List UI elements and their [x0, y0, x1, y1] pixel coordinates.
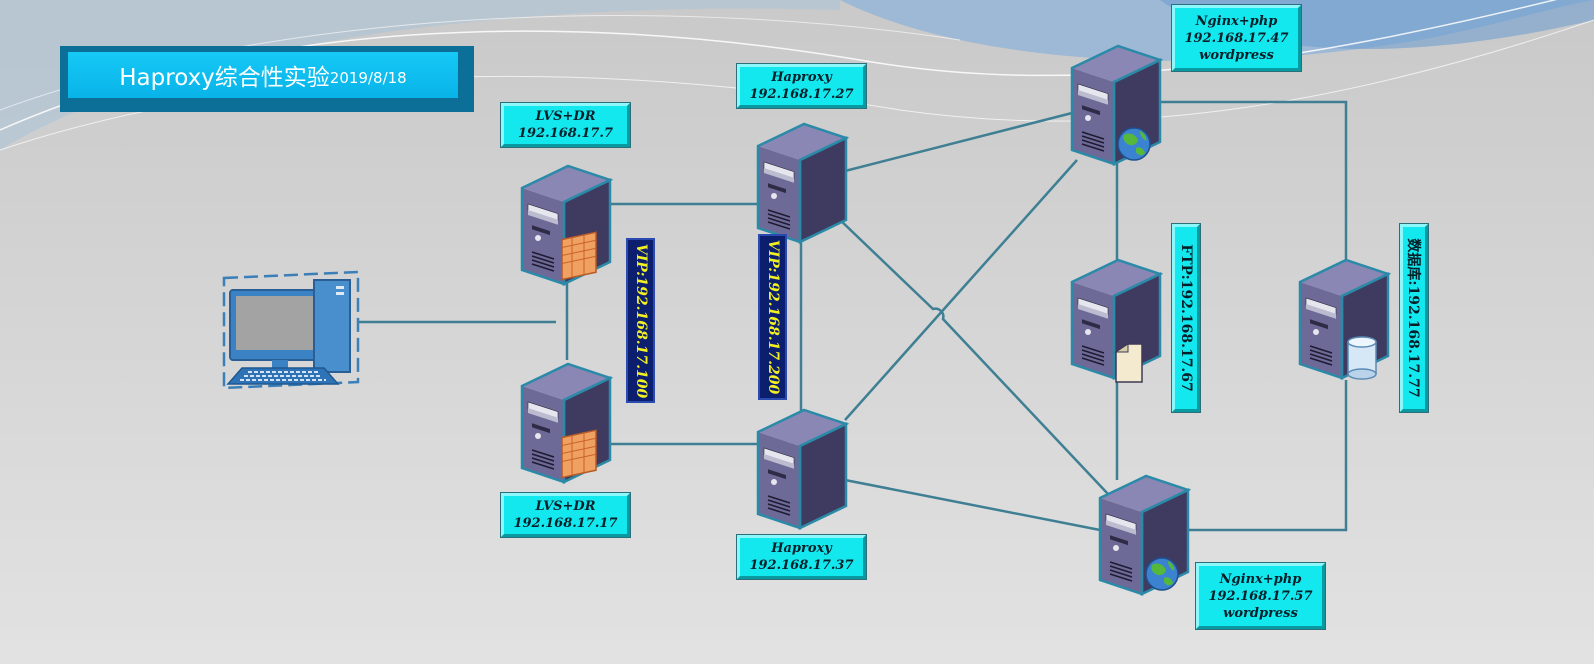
web-server-1-icon — [1070, 44, 1162, 166]
diagram-date: 2019/8/18 — [329, 68, 407, 87]
client-computer-icon — [222, 270, 360, 390]
database-server-icon — [1298, 258, 1390, 380]
haproxy-1-label: Haproxy 192.168.17.27 — [736, 63, 867, 109]
lvs-1-label: LVS+DR 192.168.17.7 — [500, 102, 631, 148]
network-links — [358, 100, 1348, 532]
lvs-server-2-icon — [520, 362, 612, 484]
web-server-2-icon — [1098, 474, 1190, 596]
ftp-server-icon — [1070, 258, 1162, 383]
haproxy-server-1-icon — [756, 122, 848, 244]
database-label: 数据库:192.168.17.77 — [1399, 223, 1429, 413]
haproxy-server-2-icon — [756, 408, 848, 530]
vip-1-label: VIP:192.168.17.100 — [626, 238, 655, 403]
diagram-title: Haproxy综合性实验 — [119, 65, 330, 91]
web-2-label: Nginx+php 192.168.17.57 wordpress — [1195, 562, 1326, 630]
haproxy-2-label: Haproxy 192.168.17.37 — [736, 534, 867, 580]
vip-2-label: VIP:192.168.17.200 — [758, 234, 787, 400]
web-1-label: Nginx+php 192.168.17.47 wordpress — [1171, 4, 1302, 72]
lvs-2-label: LVS+DR 192.168.17.17 — [500, 492, 631, 538]
diagram-title-banner: Haproxy综合性实验 2019/8/18 — [60, 46, 474, 112]
lvs-server-1-icon — [520, 164, 612, 286]
ftp-label: FTP:192.168.17.67 — [1171, 223, 1201, 413]
